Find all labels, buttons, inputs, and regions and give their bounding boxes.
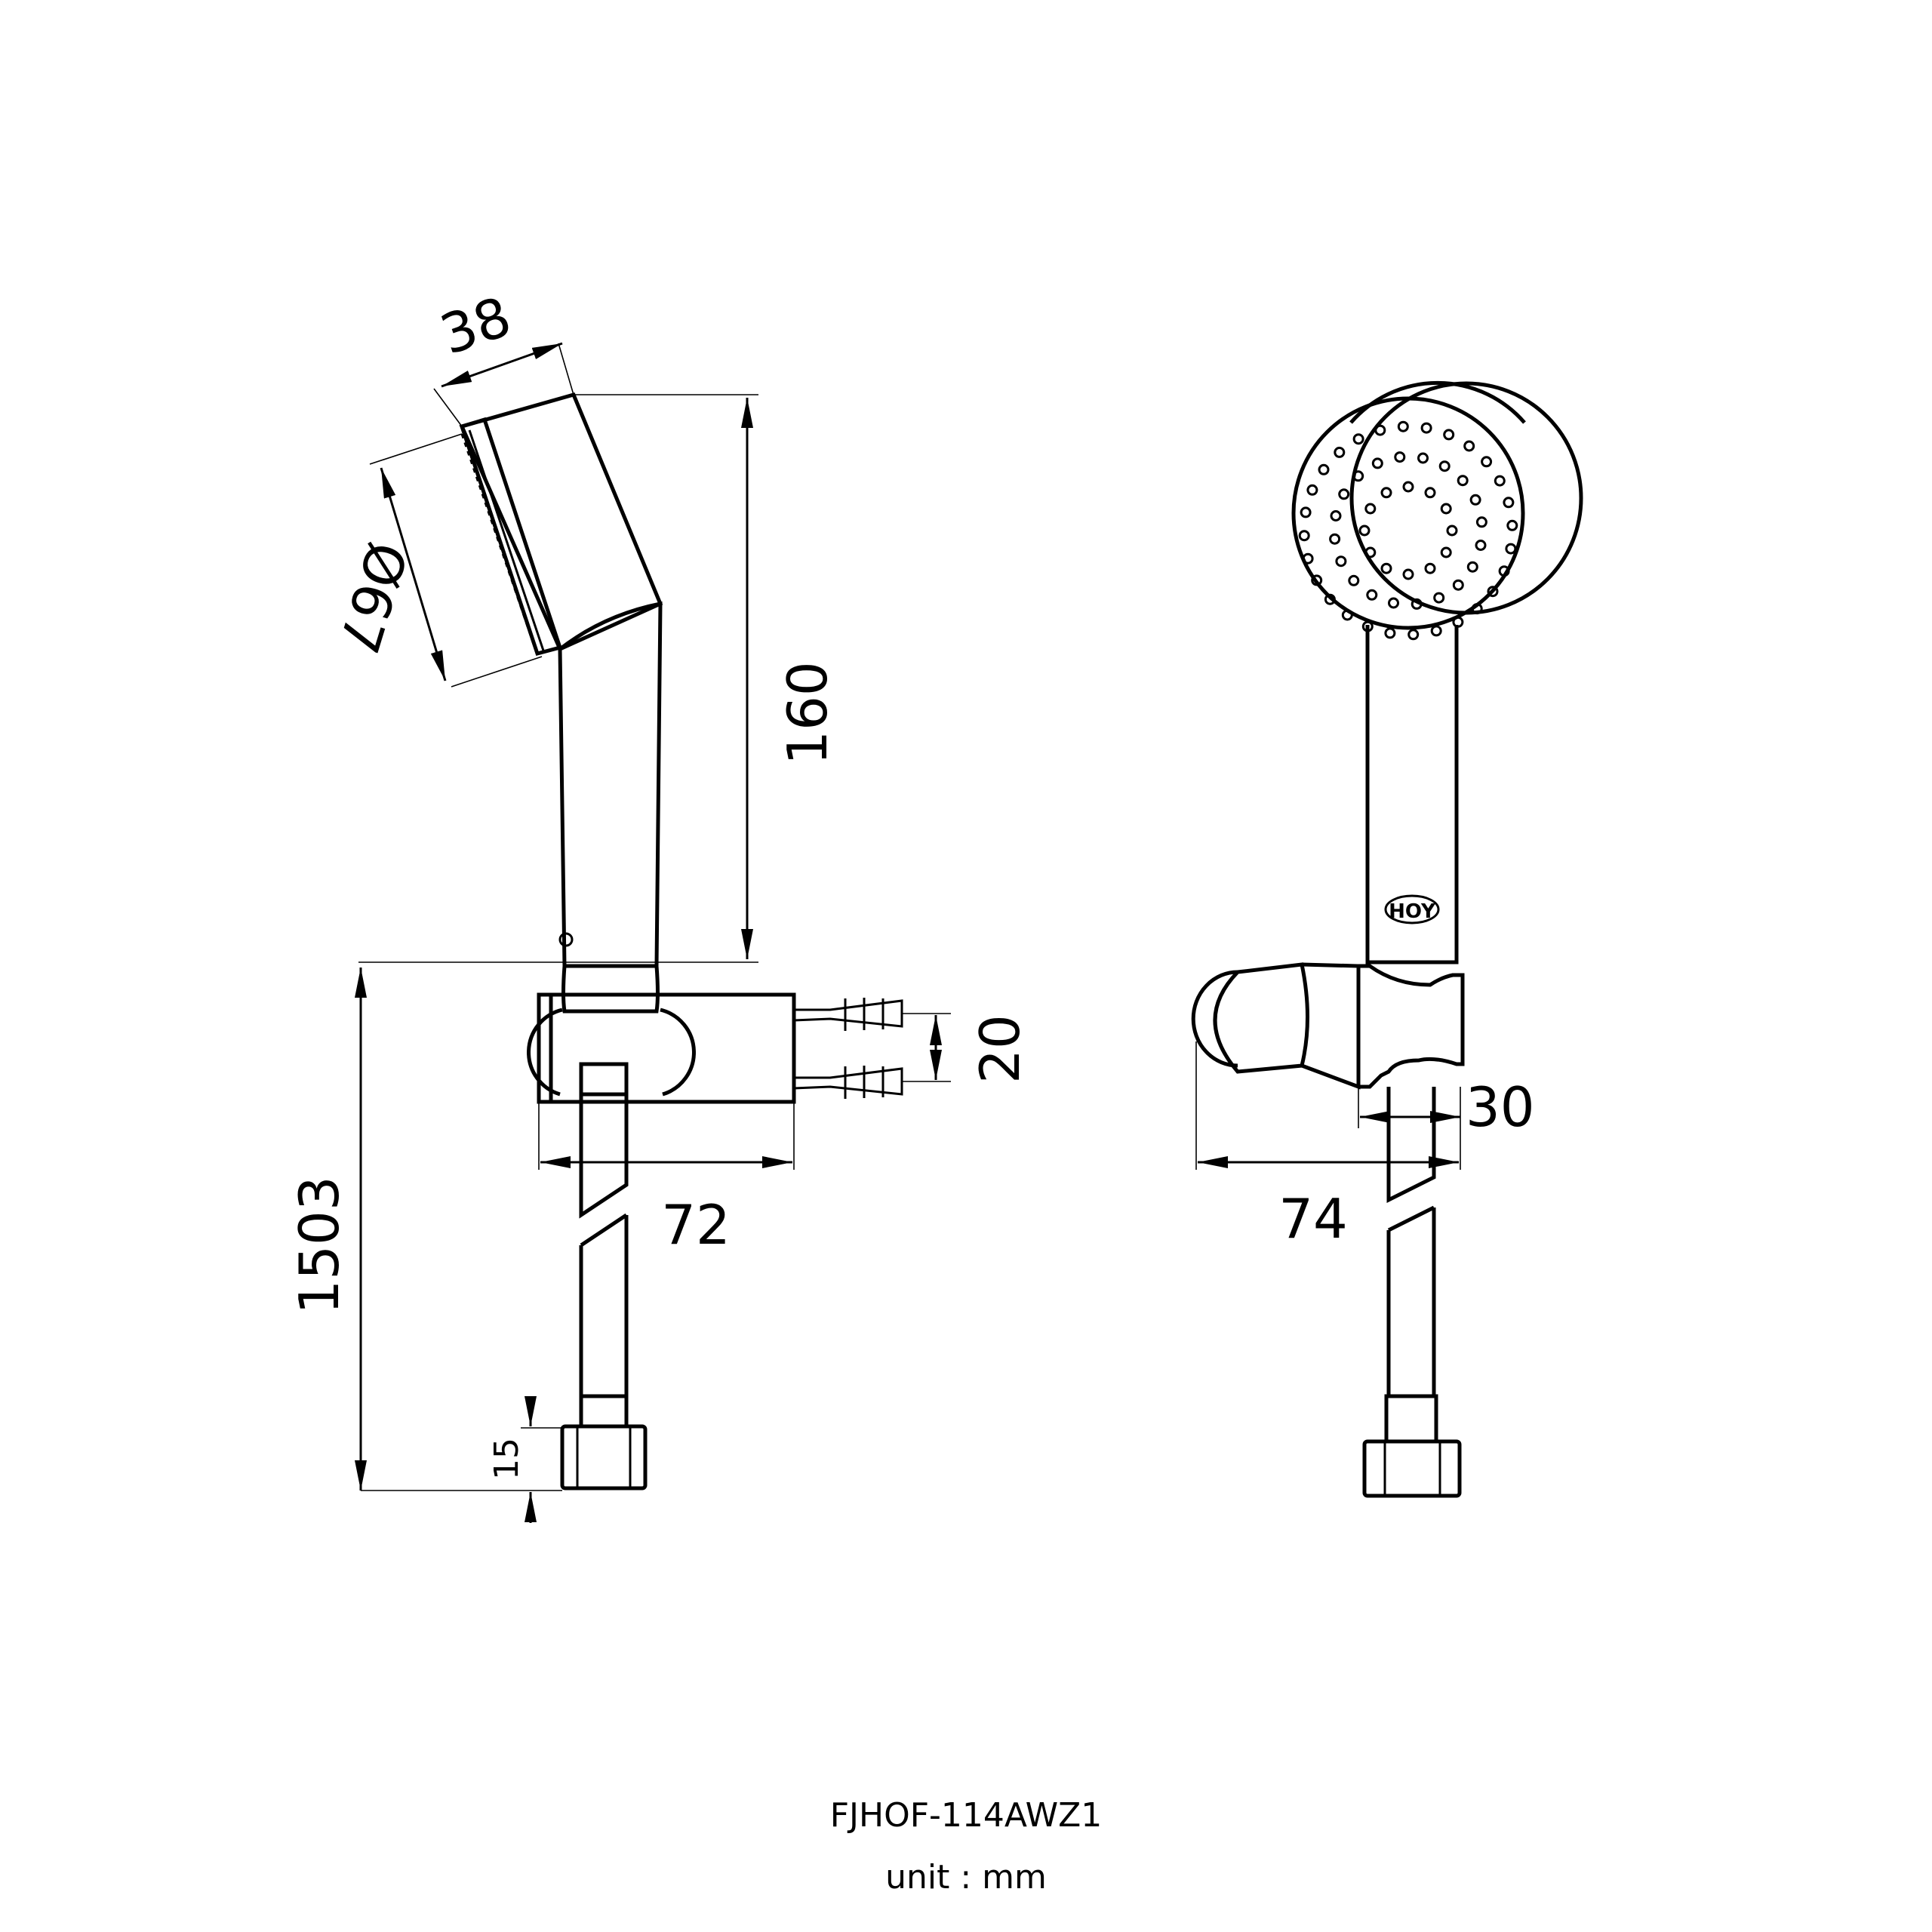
spray-nozzle	[1481, 456, 1493, 468]
dimension-labels: 38 Ø67 160 1503 15 72 20 74 30	[288, 285, 1535, 1480]
dim-inlet-spacing: 20	[968, 1014, 1032, 1084]
dim-handle-length: 160	[776, 661, 839, 764]
spray-nozzle	[1440, 546, 1452, 558]
spray-nozzle	[1352, 433, 1364, 445]
spray-nozzle	[1374, 424, 1386, 436]
spray-nozzle	[1443, 429, 1455, 441]
spray-nozzle	[1446, 525, 1458, 537]
spray-nozzle	[1335, 555, 1347, 568]
spray-nozzle	[1338, 488, 1350, 500]
spray-nozzle	[1402, 481, 1414, 493]
spray-nozzles	[1298, 420, 1518, 641]
spray-nozzle	[1334, 446, 1346, 458]
spray-nozzle	[1324, 593, 1336, 605]
side-bracket	[527, 965, 796, 1104]
spray-nozzle	[1503, 497, 1515, 509]
dim-bracket-depth: 74	[1278, 1187, 1348, 1251]
spray-nozzle	[1298, 530, 1310, 542]
spray-nozzle	[1352, 470, 1364, 482]
spray-nozzle	[1424, 562, 1436, 574]
spray-nozzle	[1397, 420, 1409, 432]
unit-label: unit : mm	[885, 1858, 1047, 1897]
front-handle: HOY	[1365, 625, 1459, 964]
side-hose-nut	[560, 1394, 648, 1491]
dim-head-depth: 38	[432, 285, 518, 367]
dim-bracket-width: 72	[661, 1193, 731, 1257]
spray-nozzle	[1300, 506, 1312, 518]
spray-nozzle	[1469, 494, 1481, 506]
spray-nozzle	[1330, 510, 1342, 521]
spray-nozzle	[1358, 525, 1371, 537]
spray-nozzle	[1402, 568, 1414, 580]
dim-hose-length: 1503	[288, 1176, 351, 1314]
spray-nozzle	[1348, 574, 1360, 586]
spray-nozzle	[1471, 603, 1483, 615]
spray-nozzle	[1420, 422, 1432, 434]
side-hose	[579, 1062, 629, 1396]
spray-nozzle	[1384, 627, 1396, 639]
front-shower-head	[1291, 380, 1583, 641]
spray-nozzle	[1440, 503, 1452, 515]
spray-nozzle	[1430, 625, 1442, 637]
spray-nozzle	[1506, 519, 1518, 531]
spray-nozzle	[1318, 463, 1330, 475]
side-inlet-barbs	[793, 998, 903, 1099]
spray-nozzle	[1364, 503, 1377, 515]
side-handle	[558, 601, 663, 968]
spray-nozzle	[1505, 543, 1517, 555]
front-hose-nut	[1362, 1394, 1462, 1498]
spray-nozzle	[1371, 457, 1383, 469]
spray-nozzle	[1417, 452, 1429, 464]
spray-nozzle	[1380, 487, 1392, 499]
spray-nozzle	[1329, 533, 1341, 545]
spray-nozzle	[1388, 597, 1399, 609]
side-view	[459, 392, 903, 1491]
spray-nozzle	[1475, 540, 1487, 551]
spray-nozzle	[1306, 484, 1318, 496]
spray-nozzle	[1311, 574, 1323, 586]
brand-logo-text: HOY	[1389, 900, 1436, 923]
dim-hose-diameter: 30	[1466, 1075, 1535, 1139]
spray-nozzle	[1302, 552, 1314, 565]
spray-nozzle	[1407, 629, 1420, 641]
spray-nozzle	[1487, 586, 1499, 598]
spray-nozzle	[1463, 440, 1475, 452]
spray-nozzle	[1494, 475, 1506, 487]
spray-nozzle	[1475, 516, 1487, 528]
spray-nozzle	[1411, 598, 1423, 610]
side-shower-head	[459, 392, 663, 657]
spray-nozzle	[1466, 561, 1478, 573]
spray-nozzle	[1433, 592, 1445, 604]
spray-nozzle	[1424, 487, 1436, 499]
spray-nozzle	[1498, 565, 1510, 577]
spray-nozzle	[1457, 475, 1469, 487]
spray-nozzle	[1394, 451, 1406, 463]
dim-head-diameter: Ø67	[326, 535, 420, 660]
spray-nozzle	[1366, 589, 1378, 601]
spray-nozzle	[1364, 546, 1377, 558]
dimension-lines	[355, 342, 1461, 1523]
front-hose	[1386, 1087, 1436, 1396]
spray-nozzle	[1380, 562, 1392, 574]
front-view: HOY	[1191, 380, 1583, 1498]
spray-nozzle	[1341, 609, 1353, 621]
spray-nozzle	[1452, 579, 1464, 591]
brand-logo: HOY	[1384, 894, 1440, 924]
front-bracket	[1191, 962, 1465, 1090]
spray-nozzle	[1438, 460, 1451, 472]
model-number: FJHOF-114AWZ1	[829, 1796, 1103, 1835]
dim-nut-height: 15	[488, 1438, 526, 1480]
